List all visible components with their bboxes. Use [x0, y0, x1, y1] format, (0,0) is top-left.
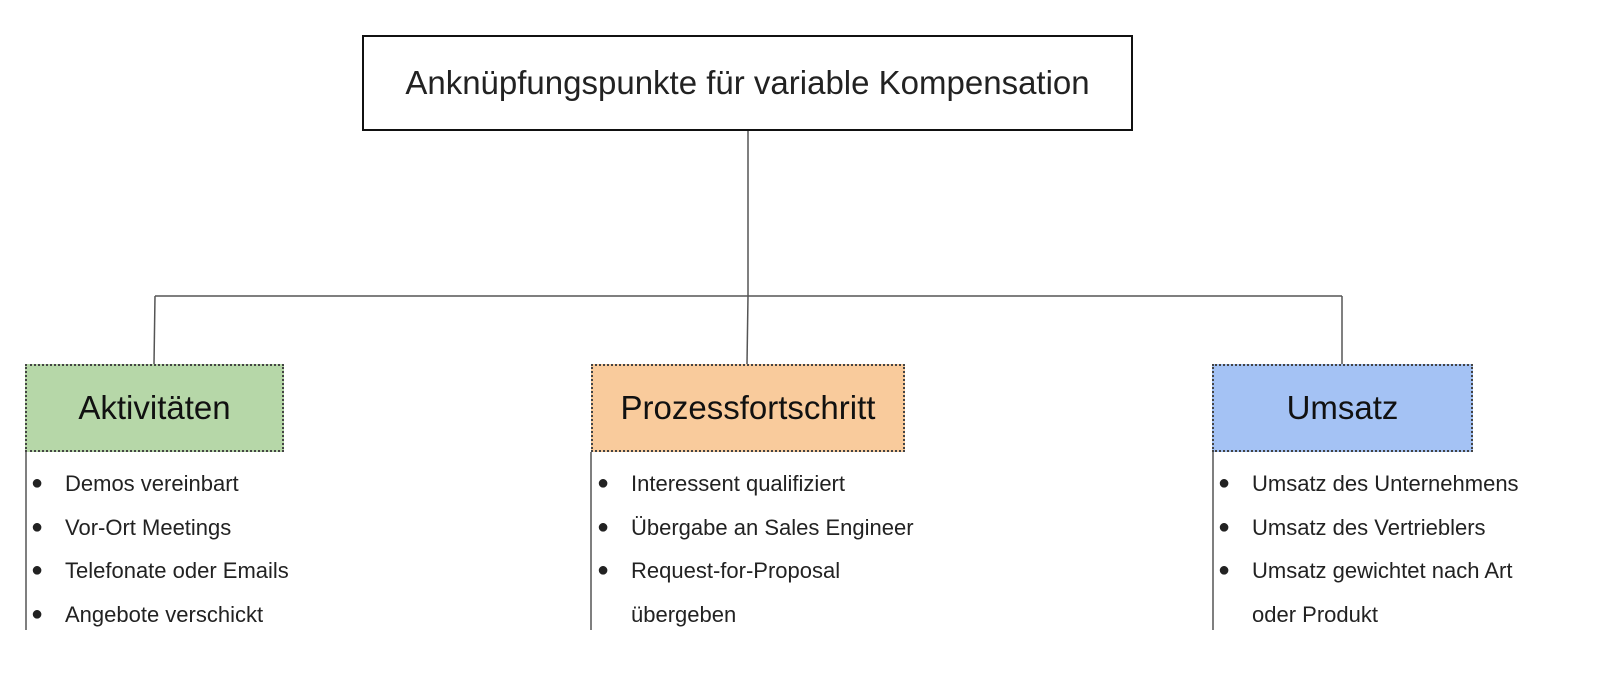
bullet-icon: ● — [1218, 472, 1231, 494]
list-aktivitaeten: ●Demos vereinbart ●Vor-Ort Meetings ●Tel… — [26, 462, 289, 636]
category-label: Prozessfortschritt — [620, 389, 876, 426]
root-node: Anknüpfungspunkte für variable Kompensat… — [362, 35, 1133, 131]
list-item: ●Telefonate oder Emails — [26, 549, 289, 593]
list-item: ●Angebote verschickt — [26, 593, 289, 637]
category-label: Umsatz — [1286, 389, 1399, 426]
list-item: ●Umsatz gewichtet nach Art — [1213, 549, 1519, 593]
category-prozessfortschritt: Prozessfortschritt — [591, 364, 905, 452]
list-item: ●Interessent qualifiziert — [592, 462, 914, 506]
list-item: ●Request-for-Proposal — [592, 549, 914, 593]
category-umsatz: Umsatz — [1212, 364, 1473, 452]
root-label: Anknüpfungspunkte für variable Kompensat… — [405, 64, 1090, 101]
bullet-icon: ● — [597, 515, 610, 538]
bullet-icon: ● — [597, 472, 610, 494]
connector-to-prozessfortschritt — [746, 295, 749, 365]
bullet-icon: ● — [31, 559, 44, 581]
bullet-icon: ● — [31, 515, 44, 538]
list-item-continuation: übergeben — [631, 601, 737, 627]
category-aktivitaeten: Aktivitäten — [25, 364, 284, 452]
list-item: ●Übergabe an Sales Engineer — [592, 506, 914, 550]
list-umsatz: ●Umsatz des Unternehmens ●Umsatz des Ver… — [1213, 462, 1519, 636]
bullet-icon: ● — [1218, 515, 1231, 538]
bullet-icon: ● — [31, 602, 44, 625]
category-label: Aktivitäten — [78, 389, 231, 426]
connector-to-aktivitaeten — [153, 295, 156, 365]
list-prozessfortschritt: ●Interessent qualifiziert ●Übergabe an S… — [592, 462, 914, 636]
list-item: ●Umsatz des Vertrieblers — [1213, 506, 1519, 550]
list-item-continuation: oder Produkt — [1252, 601, 1378, 627]
list-item: ●Umsatz des Unternehmens — [1213, 462, 1519, 506]
list-item: ●Demos vereinbart — [26, 462, 289, 506]
bullet-icon: ● — [1218, 559, 1231, 581]
bullet-icon: ● — [597, 559, 610, 581]
bullet-icon: ● — [31, 472, 44, 494]
list-item: ●Vor-Ort Meetings — [26, 506, 289, 550]
